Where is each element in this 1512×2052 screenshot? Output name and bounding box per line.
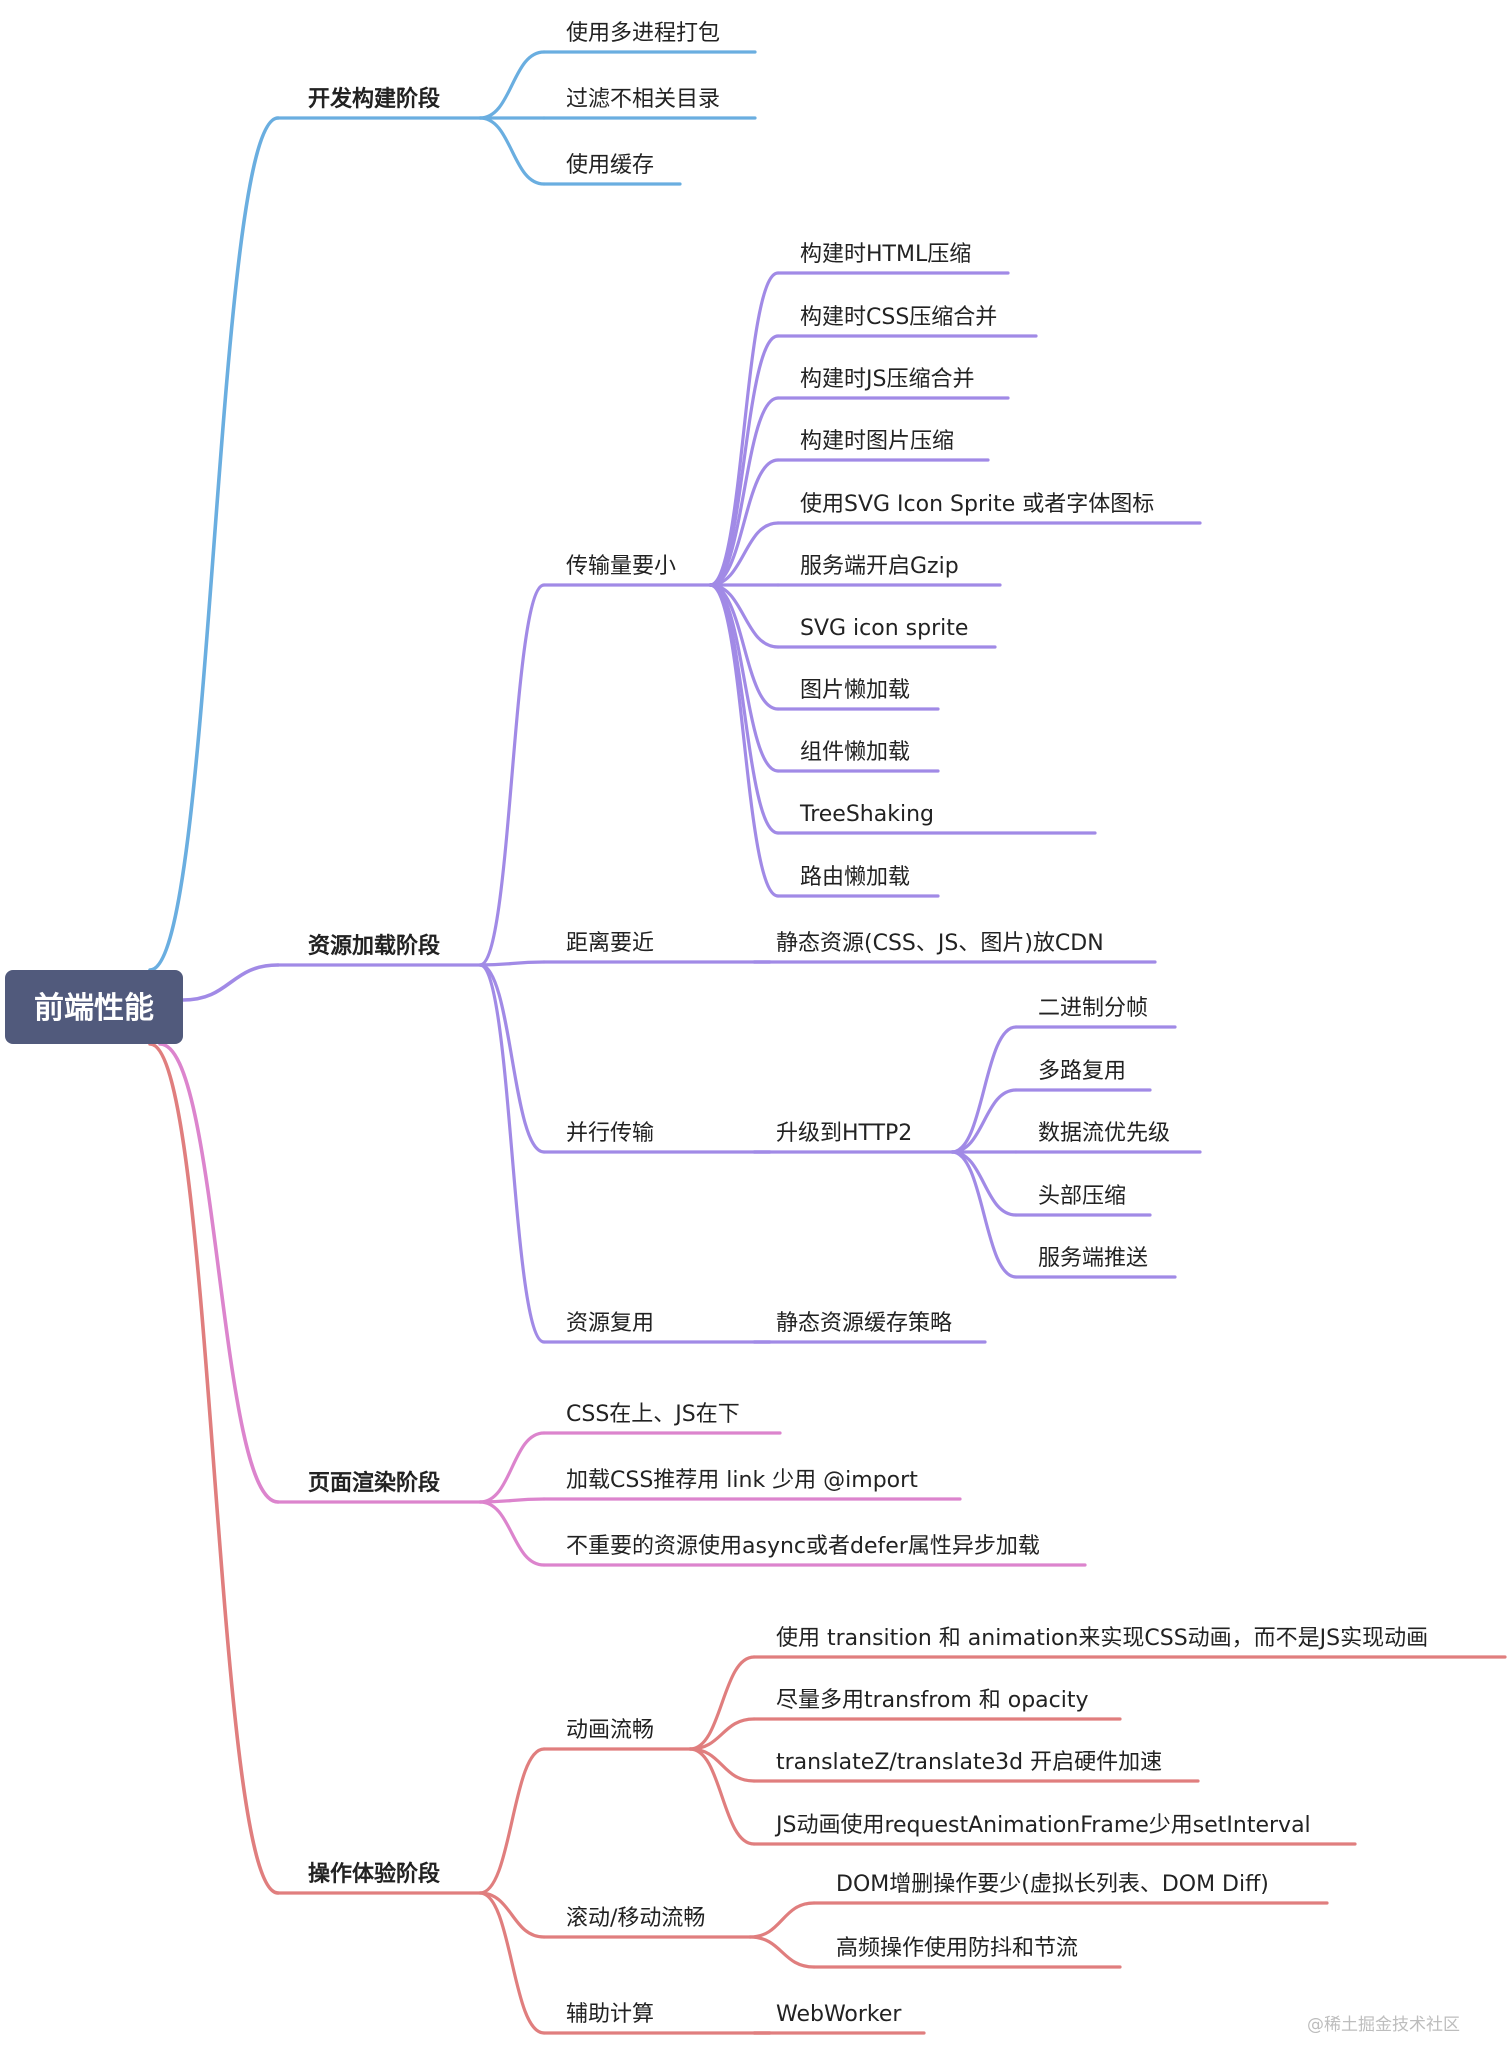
connector-load-reuse — [478, 963, 546, 1344]
connector-rd1 — [478, 1431, 546, 1504]
node-c1: WebWorker — [776, 2002, 902, 2027]
node-load-parallel: 并行传输 — [566, 1121, 654, 1146]
node-a4: JS动画使用requestAnimationFrame少用setInterval — [774, 1813, 1311, 1838]
connector-op-scroll — [478, 1891, 546, 1939]
branch-op: 操作体验阶段 — [308, 1861, 440, 1887]
node-h1: 二进制分帧 — [1038, 996, 1148, 1021]
watermark: @稀土掘金技术社区 — [1307, 2015, 1460, 2035]
node-rd3: 不重要的资源使用async或者defer属性异步加载 — [566, 1534, 1040, 1559]
branch-connector-dev — [148, 116, 280, 972]
node-a2: 尽量多用transfrom 和 opacity — [776, 1688, 1089, 1713]
node-dev-3: 使用缓存 — [566, 153, 654, 178]
node-load-reuse: 资源复用 — [566, 1311, 654, 1336]
node-h5: 服务端推送 — [1038, 1246, 1148, 1271]
node-h3: 数据流优先级 — [1038, 1121, 1170, 1146]
connector-rd3 — [478, 1500, 546, 1567]
node-h4: 头部压缩 — [1038, 1184, 1126, 1209]
connector-h1 — [950, 1025, 1018, 1154]
connector-load-parallel — [478, 963, 546, 1154]
root-node — [5, 970, 183, 1044]
connector-h5 — [950, 1150, 1018, 1279]
connector-a2 — [688, 1717, 756, 1751]
node-s2: 构建时CSS压缩合并 — [800, 305, 997, 330]
node-op-anim: 动画流畅 — [566, 1718, 654, 1743]
node-s5: 使用SVG Icon Sprite 或者字体图标 — [800, 492, 1154, 517]
node-a3: translateZ/translate3d 开启硬件加速 — [776, 1750, 1162, 1775]
node-rd1: CSS在上、JS在下 — [566, 1402, 740, 1427]
connector-s3 — [708, 396, 780, 587]
node-s9: 组件懒加载 — [800, 740, 910, 765]
node-s3: 构建时JS压缩合并 — [800, 367, 974, 392]
branch-dev: 开发构建阶段 — [308, 86, 440, 112]
branch-load: 资源加载阶段 — [308, 933, 440, 959]
root-label: 前端性能 — [34, 991, 154, 1026]
connector-s10 — [708, 583, 780, 835]
connector-s11 — [708, 583, 780, 898]
connector-s5 — [708, 521, 780, 587]
connector-op-calc — [478, 1891, 546, 2035]
connector-m1 — [748, 1901, 816, 1939]
node-op-calc: 辅助计算 — [566, 2002, 654, 2027]
branch-connector-op — [148, 1042, 280, 1895]
node-a1: 使用 transition 和 animation来实现CSS动画，而不是JS实… — [776, 1626, 1428, 1651]
node-s6: 服务端开启Gzip — [800, 554, 959, 579]
connector-m2 — [748, 1935, 816, 1969]
node-dev-2: 过滤不相关目录 — [566, 87, 720, 112]
node-p1: 升级到HTTP2 — [776, 1121, 912, 1146]
connector-dev-1 — [478, 50, 546, 120]
branch-connector-render — [158, 1042, 280, 1504]
connector-load-near — [478, 960, 546, 967]
node-n1: 静态资源(CSS、JS、图片)放CDN — [776, 931, 1104, 956]
connector-s2 — [708, 334, 780, 587]
connector-a4 — [688, 1747, 756, 1846]
node-s11: 路由懒加载 — [800, 865, 910, 890]
node-s7: SVG icon sprite — [800, 616, 968, 641]
node-r1: 静态资源缓存策略 — [776, 1311, 952, 1336]
connector-load-small — [478, 583, 546, 967]
branch-connector-load — [181, 963, 280, 1002]
node-s1: 构建时HTML压缩 — [800, 242, 971, 267]
node-s10: TreeShaking — [799, 802, 934, 827]
node-op-scroll: 滚动/移动流畅 — [566, 1906, 705, 1931]
connector-s4 — [708, 458, 780, 587]
node-s8: 图片懒加载 — [800, 678, 910, 703]
node-load-small: 传输量要小 — [566, 554, 676, 579]
node-h2: 多路复用 — [1038, 1059, 1126, 1084]
node-s4: 构建时图片压缩 — [800, 429, 954, 454]
connector-dev-3 — [478, 116, 546, 186]
connector-s8 — [708, 583, 780, 711]
node-m1: DOM增删操作要少(虚拟长列表、DOM Diff) — [836, 1872, 1269, 1897]
connector-op-anim — [478, 1747, 546, 1895]
connector-h2 — [950, 1088, 1018, 1154]
node-dev-1: 使用多进程打包 — [566, 21, 720, 46]
node-load-near: 距离要近 — [566, 931, 654, 956]
connector-s1 — [708, 271, 780, 587]
branch-render: 页面渲染阶段 — [308, 1470, 440, 1496]
node-m2: 高频操作使用防抖和节流 — [836, 1936, 1078, 1961]
connector-a1 — [688, 1655, 756, 1751]
connector-h4 — [950, 1150, 1018, 1217]
node-rd2: 加载CSS推荐用 link 少用 @import — [566, 1468, 918, 1493]
